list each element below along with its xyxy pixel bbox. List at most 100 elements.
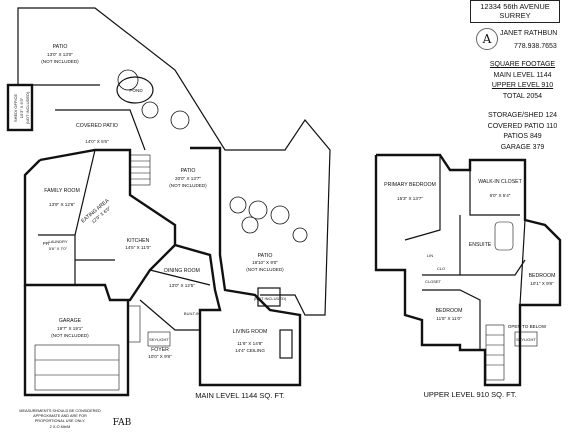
covered-patio-name: COVERED PATIO — [76, 123, 118, 129]
closet-not-included-label: (NOT INCLUDED) — [254, 296, 287, 301]
garage-walls — [23, 285, 130, 397]
square-footage-title: SQUARE FOOTAGE — [489, 61, 556, 68]
main-level-caption: MAIN LEVEL 1144 SQ. FT. — [195, 391, 285, 400]
foyer-dims: 10'0" X 9'8" — [148, 354, 172, 359]
landscape-trees — [117, 69, 308, 243]
laundry-name: LAUNDRY — [48, 239, 67, 244]
agent-logo: A — [476, 28, 498, 50]
primary-bedroom-wall — [404, 155, 441, 241]
fireplace — [279, 329, 293, 359]
linen-label: LIN — [427, 253, 433, 258]
garage-door — [34, 344, 120, 391]
upper-skylight-box — [514, 331, 538, 347]
yard-boundary — [17, 7, 331, 316]
covered-patio-dims: 14'0" X 5'6" — [85, 139, 109, 144]
open-to-below-label: OPEN TO BELOW — [508, 324, 547, 329]
sqft-covered-patio: COVERED PATIO 110 — [487, 122, 558, 130]
disclaimer-line-2: APPROXIMATE AND ARE FOR — [33, 414, 87, 418]
sqft-upper-level: UPPER LEVEL 910 — [491, 82, 554, 89]
family-eating-divider — [74, 149, 96, 236]
shed-name: SHED/ OFFICE — [13, 94, 18, 122]
patio-steps — [129, 154, 151, 186]
patio-top-name: PATIO — [53, 44, 68, 50]
sqft-total: TOTAL 2054 — [502, 92, 543, 100]
upper-exterior-wall — [374, 153, 562, 387]
bedroom-bottom-name: BEDROOM — [436, 308, 463, 314]
walk-in-name: WALK-IN CLOSET — [478, 179, 522, 185]
sqft-storage: STORAGE/SHED 124 — [487, 112, 558, 119]
house-exterior-wall-right — [39, 146, 302, 387]
pond-label: POND — [129, 88, 143, 93]
patio-mid-dims: 20'0" X 13'7" — [175, 176, 201, 181]
address-line-1: 12334 56th AVENUE — [480, 2, 550, 11]
family-room-dims: 13'9" X 12'6" — [49, 202, 75, 207]
credit-line: 2 X-O Mtr/M — [50, 425, 71, 429]
foyer-name: FOYER — [151, 347, 169, 353]
shed-walls — [6, 83, 34, 132]
family-room-name: FAMILY ROOM — [44, 188, 80, 194]
kitchen-dims: 14'5" X 11'0" — [125, 245, 151, 250]
bedroom-right-name: BEDROOM — [529, 273, 556, 279]
living-room-name: LIVING ROOM — [233, 329, 268, 335]
bedroom-bottom-dims: 11'5" X 11'0" — [436, 316, 462, 321]
clo-label: CLO — [437, 266, 445, 271]
agent-phone: 778.938.7653 — [514, 43, 557, 50]
upper-skylight-label: SKYLIGHT — [516, 337, 536, 342]
patio-top-dims: 13'0" X 13'0" — [47, 52, 73, 57]
walk-in-dims: 6'0" X 5'4" — [490, 193, 511, 198]
exterior-closet — [257, 287, 281, 307]
sqft-patios: PATIOS 849 — [503, 133, 542, 140]
upper-stairs — [485, 324, 505, 381]
ensuite-label: ENSUITE — [469, 242, 492, 248]
sqft-garage: GARAGE 379 — [500, 143, 545, 151]
upper-level-caption: UPPER LEVEL 910 SQ. FT. — [423, 390, 516, 399]
patio-right-dims: 18'10" X 9'0" — [252, 260, 278, 265]
upper-level-plan — [374, 153, 562, 387]
powder-room-label: PR — [43, 241, 50, 246]
dining-wall — [149, 269, 211, 286]
bedroom-right-wall — [519, 219, 526, 306]
agent-name: JANET RATHBUN — [500, 30, 558, 37]
ensuite-wall — [459, 215, 526, 276]
sqft-main-level: MAIN LEVEL 1144 — [493, 71, 552, 79]
patio-right-name: PATIO — [258, 253, 273, 259]
house-exterior-wall-left — [23, 159, 176, 302]
square-footage-summary: SQUARE FOOTAGE MAIN LEVEL 1144 UPPER LEV… — [470, 60, 575, 153]
foyer-wall — [139, 299, 200, 331]
shed-note: (NOT INCLUDED) — [25, 91, 30, 124]
kitchen-name: KITCHEN — [127, 238, 150, 244]
garage-dims: 19'7" X 19'1" — [57, 326, 83, 331]
patio-mid-note: (NOT INCLUDED) — [169, 183, 207, 188]
pond-outline — [116, 76, 154, 104]
garage-name: GARAGE — [59, 318, 82, 324]
dining-room-dims: 13'0" X 12'5" — [169, 283, 195, 288]
brand-mark: FAB — [113, 418, 132, 428]
address-line-2: SURREY — [499, 11, 531, 20]
living-room-ceiling: 14'4" CEILING — [235, 348, 265, 353]
disclaimer-line-3: PROPORTIONAL USE ONLY. — [35, 419, 86, 423]
patio-top-note: (NOT INCLUDED) — [41, 59, 79, 64]
ensuite-tub — [494, 221, 514, 251]
primary-bedroom-name: PRIMARY BEDROOM — [384, 182, 436, 188]
main-skylight-label: SKYLIGHT — [149, 337, 169, 342]
address-box: 12334 56th AVENUE SURREY — [470, 0, 560, 23]
main-stairs — [127, 305, 141, 343]
eating-area-label-group: EATING AREA 12'9" X 6'0" — [80, 198, 112, 225]
shed-label-group: SHED/ OFFICE 10'3" X 6'3" (NOT INCLUDED) — [13, 91, 30, 124]
covered-patio-outline — [55, 109, 146, 151]
living-room-dims: 11'6" X 14'8" — [237, 341, 263, 346]
built-in-label: BUILT-IN — [184, 311, 200, 316]
logo-letter: A — [482, 32, 492, 46]
shed-dims: 10'3" X 6'3" — [19, 97, 24, 118]
patio-mid-name: PATIO — [181, 168, 196, 174]
laundry-dims: 5'6" X 7'0" — [49, 246, 68, 251]
patio-right-note: (NOT INCLUDED) — [246, 267, 284, 272]
main-level-plan — [6, 7, 331, 397]
laundry-walls — [38, 234, 76, 285]
walk-in-wall — [469, 170, 520, 216]
bedroom-right-dims: 10'1" X 9'8" — [530, 281, 554, 286]
disclaimer-line-1: MEASUREMENTS SHOULD BE CONSIDERED — [19, 409, 101, 413]
dining-room-name: DINING ROOM — [164, 268, 200, 274]
foyer-skylight — [147, 331, 171, 347]
